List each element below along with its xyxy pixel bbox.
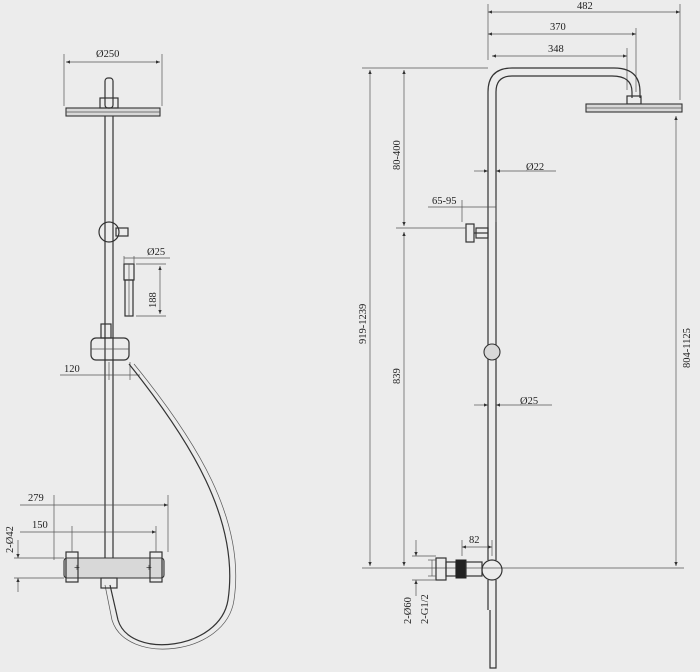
handshower-diameter-dimension: Ø25 bbox=[123, 247, 170, 264]
shower-head bbox=[65, 77, 161, 117]
overall-height-label: 919-1239 bbox=[358, 304, 369, 344]
side-bracket bbox=[465, 223, 489, 243]
side-shower-head bbox=[585, 95, 683, 113]
bracket-offset-dimension: 65-95 bbox=[428, 196, 497, 222]
slide-holder-knob bbox=[483, 343, 501, 361]
arm-reach-dimension: 370 bbox=[488, 22, 637, 92]
escutcheon-diameter-label: 2-Ø60 bbox=[403, 597, 414, 624]
total-reach-dimension: 482 bbox=[487, 1, 681, 100]
front-view: Ø250 Ø25 188 bbox=[5, 49, 237, 650]
arm-length-dimension: 348 bbox=[492, 44, 628, 90]
hand-shower bbox=[123, 263, 135, 317]
head-diameter-label: Ø250 bbox=[96, 49, 119, 60]
body-width-dimension: 279 bbox=[20, 493, 169, 560]
inlet-diameter-dimension: 2-Ø42 bbox=[5, 526, 64, 592]
wall-offset-dimension: 82 bbox=[461, 535, 493, 556]
pipe-diameter-label: Ø22 bbox=[526, 162, 544, 173]
thermostatic-mixer: + + bbox=[63, 551, 165, 589]
arm-length-label: 348 bbox=[548, 44, 564, 55]
lower-section-label: 839 bbox=[392, 368, 403, 384]
body-width-label: 279 bbox=[28, 493, 44, 504]
handshower-diameter-label: Ø25 bbox=[147, 247, 165, 258]
head-diameter-dimension: Ø250 bbox=[63, 49, 163, 106]
wall-offset-label: 82 bbox=[469, 535, 480, 546]
inlet-spacing-label: 150 bbox=[32, 520, 48, 531]
escutcheon-diameter-dimension: 2-Ø60 bbox=[403, 540, 436, 624]
lower-section-dimension: 839 bbox=[392, 232, 406, 566]
pipe-diameter-dimension: Ø22 bbox=[474, 162, 556, 173]
total-reach-label: 482 bbox=[577, 1, 593, 12]
shower-hose bbox=[104, 363, 237, 650]
shower-arm bbox=[487, 67, 641, 560]
side-mixer bbox=[435, 557, 503, 669]
wall-bracket bbox=[98, 221, 129, 243]
lower-pipe-diameter-label: Ø25 bbox=[520, 396, 538, 407]
thread-label: 2-G1/2 bbox=[420, 594, 431, 624]
slide-holder bbox=[90, 323, 130, 361]
holder-offset-dimension: 120 bbox=[60, 362, 140, 380]
inlet-diameter-label: 2-Ø42 bbox=[5, 526, 16, 553]
overall-height-dimension: 919-1239 bbox=[358, 67, 488, 566]
handshower-length-dimension: 188 bbox=[136, 263, 166, 317]
holder-offset-label: 120 bbox=[64, 364, 80, 375]
top-section-dimension: 80-400 bbox=[392, 70, 466, 229]
lower-pipe-diameter-dimension: Ø25 bbox=[474, 396, 552, 407]
handshower-length-label: 188 bbox=[148, 292, 159, 308]
bracket-offset-label: 65-95 bbox=[432, 196, 457, 207]
mixer-cross-right: + bbox=[146, 563, 152, 574]
arm-reach-label: 370 bbox=[550, 22, 566, 33]
inlet-spacing-dimension: 150 bbox=[20, 520, 157, 552]
top-section-label: 80-400 bbox=[392, 140, 403, 170]
head-height-dimension: 804-1125 bbox=[674, 116, 693, 566]
thread-dimension: 2-G1/2 bbox=[420, 559, 436, 624]
side-view: 482 370 348 Ø22 bbox=[358, 1, 693, 669]
head-height-label: 804-1125 bbox=[682, 328, 693, 368]
mixer-cross-left: + bbox=[74, 563, 80, 574]
